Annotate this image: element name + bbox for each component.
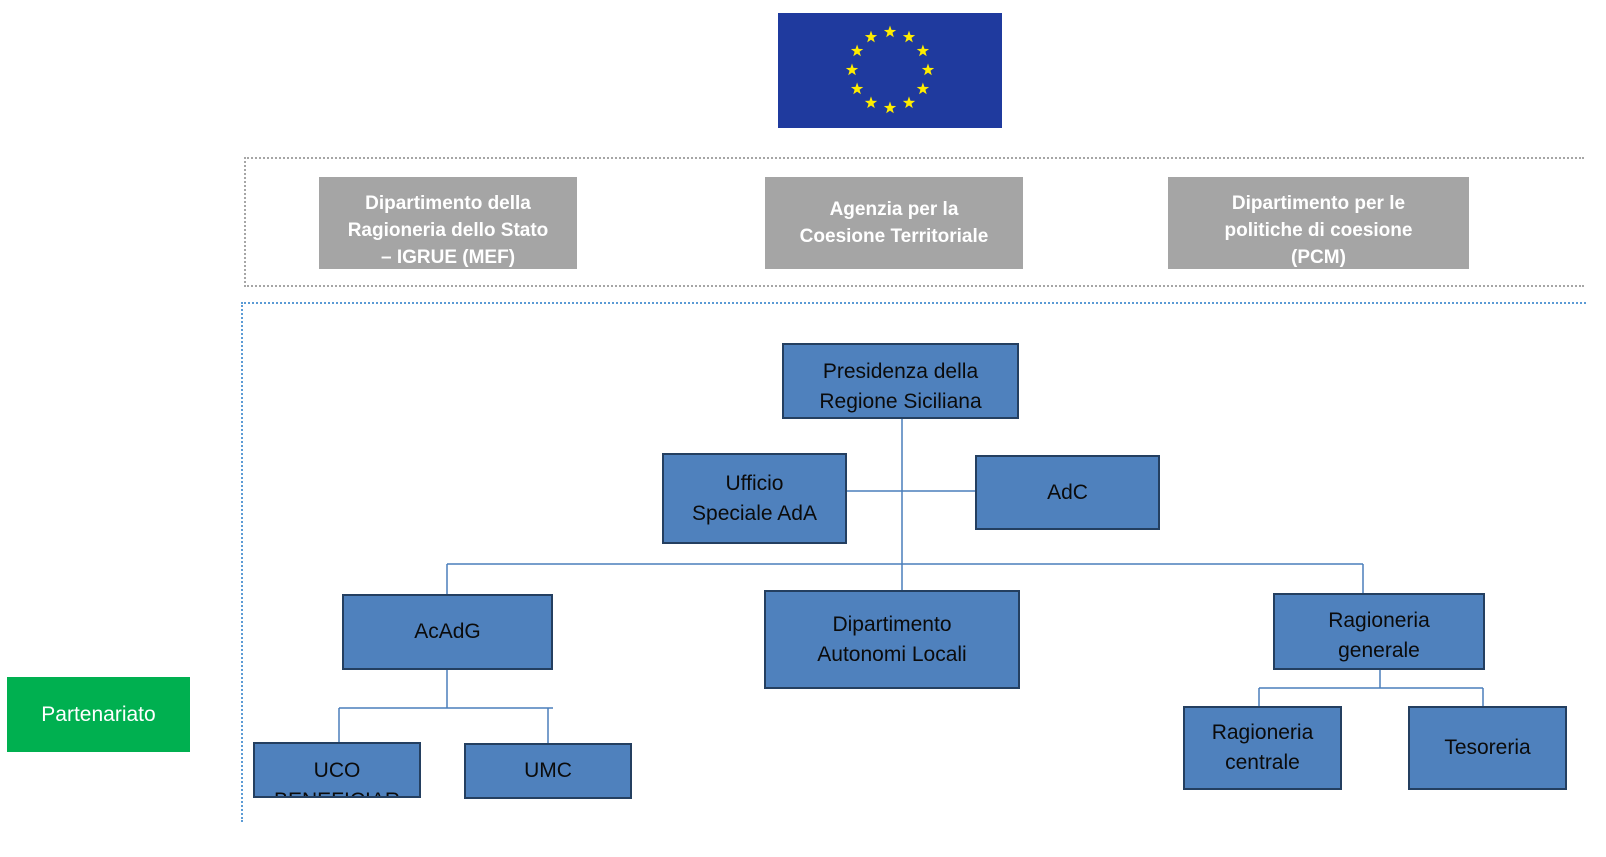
box-ragioneria-generale: Ragioneria generale: [1273, 593, 1485, 670]
box-adc: AdC: [975, 455, 1160, 530]
box-ufficio-ada-label: Ufficio Speciale AdA: [692, 471, 817, 525]
eu-star-icon: [850, 44, 864, 57]
eu-star-icon: [902, 30, 916, 43]
eu-flag-logo: [778, 13, 1002, 128]
box-dipartimento-autonomie-label: Dipartimento Autonomi Locali: [817, 612, 967, 666]
box-partenariato-label: Partenariato: [41, 702, 156, 726]
eu-star-icon: [864, 96, 878, 109]
box-uco-beneficiari: UCO BENEFICIAR: [253, 742, 421, 798]
box-dpcoe-label: Dipartimento per le politiche di coesion…: [1224, 193, 1413, 268]
eu-star-icon: [850, 82, 864, 95]
eu-star-icon: [864, 30, 878, 43]
box-igrue-label: Dipartimento della Ragioneria dello Stat…: [347, 193, 549, 268]
eu-star-icon: [902, 96, 916, 109]
eu-star-icon: [921, 63, 935, 76]
box-tesoreria: Tesoreria: [1408, 706, 1567, 790]
box-igrue: Dipartimento della Ragioneria dello Stat…: [319, 177, 577, 269]
box-uco-beneficiari-label: UCO BENEFICIAR: [274, 759, 400, 796]
box-ragioneria-centrale: Ragioneria centrale: [1183, 706, 1342, 790]
eu-star-icon: [883, 25, 897, 38]
national-bodies-frame: [244, 157, 1584, 287]
box-ragioneria-centrale-label: Ragioneria centrale: [1211, 721, 1314, 774]
box-umc-label: UMC: [524, 759, 572, 782]
box-ufficio-ada: Ufficio Speciale AdA: [662, 453, 847, 544]
box-umc: UMC: [464, 743, 632, 799]
box-presidenza-label: Presidenza della Regione Siciliana: [819, 360, 982, 413]
eu-star-icon: [916, 82, 930, 95]
eu-stars-icon: [845, 25, 935, 114]
box-acadg: AcAdG: [342, 594, 553, 670]
box-dpcoe: Dipartimento per le politiche di coesion…: [1168, 177, 1469, 269]
box-presidenza: Presidenza della Regione Siciliana: [782, 343, 1019, 419]
box-adc-label: AdC: [1047, 480, 1088, 504]
eu-star-icon: [883, 101, 897, 114]
regional-structure-frame: [241, 302, 1586, 822]
box-agenzia-coesione: Agenzia per la Coesione Territoriale: [765, 177, 1023, 269]
eu-star-icon: [845, 63, 859, 76]
box-agenzia-coesione-label: Agenzia per la Coesione Territoriale: [799, 199, 989, 247]
box-partenariato: Partenariato: [7, 677, 190, 752]
box-acadg-label: AcAdG: [414, 620, 481, 643]
box-dipartimento-autonomie: Dipartimento Autonomi Locali: [764, 590, 1020, 689]
box-ragioneria-generale-label: Ragioneria generale: [1328, 609, 1430, 662]
eu-star-icon: [916, 44, 930, 57]
box-tesoreria-label: Tesoreria: [1444, 736, 1531, 759]
